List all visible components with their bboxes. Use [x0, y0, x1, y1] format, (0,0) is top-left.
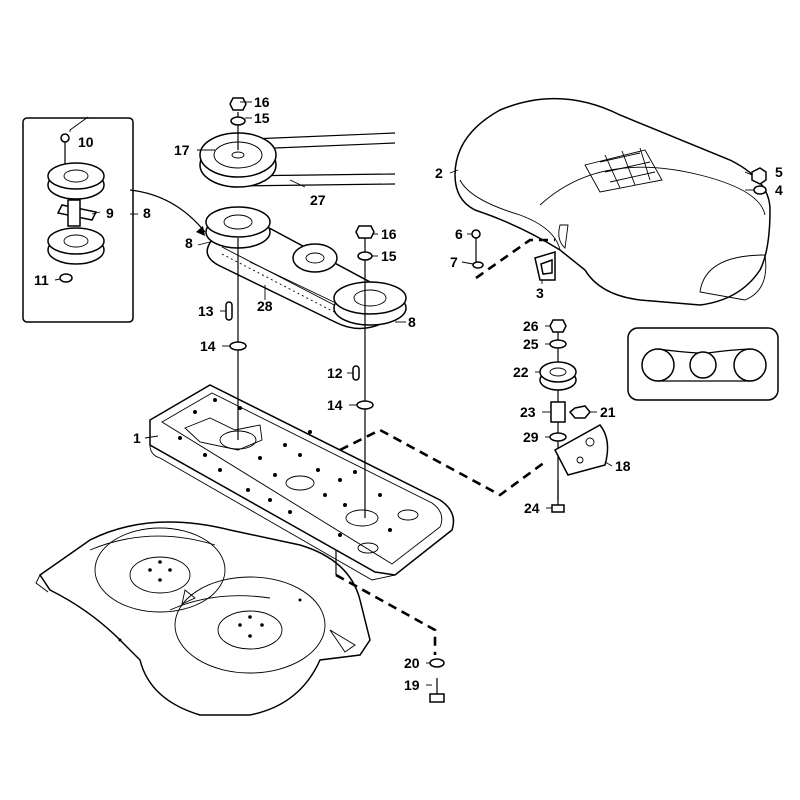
- label-8-left: 8: [185, 235, 193, 251]
- belt-cover: [454, 97, 771, 306]
- label-14-right: 14: [327, 397, 343, 413]
- label-16-top: 16: [254, 94, 270, 110]
- label-12: 12: [327, 365, 343, 381]
- label-10: 10: [78, 134, 94, 150]
- label-27: 27: [310, 192, 326, 208]
- label-15-mid: 15: [381, 248, 397, 264]
- label-5: 5: [775, 164, 783, 180]
- label-6: 6: [455, 226, 463, 242]
- label-28: 28: [257, 298, 273, 314]
- tensioner-assembly: [539, 319, 609, 513]
- hardware-right: [471, 167, 767, 281]
- label-26: 26: [523, 318, 539, 334]
- part-labels: 16 15 17 27 2 5 4 6 7 3 16 15 8 8 28 13 …: [34, 94, 783, 693]
- axis-lines: [237, 236, 366, 575]
- label-16-mid: 16: [381, 226, 397, 242]
- hardware-left: [225, 225, 445, 703]
- label-17: 17: [174, 142, 190, 158]
- label-24: 24: [524, 500, 540, 516]
- label-20: 20: [404, 655, 420, 671]
- belt-assembly: [205, 206, 407, 330]
- label-14-left: 14: [200, 338, 216, 354]
- label-8-right: 8: [408, 314, 416, 330]
- label-22: 22: [513, 364, 529, 380]
- label-11: 11: [34, 272, 49, 288]
- belt-routing-inset: [627, 327, 779, 401]
- label-29: 29: [523, 429, 539, 445]
- label-13: 13: [198, 303, 214, 319]
- label-15-top: 15: [254, 110, 270, 126]
- leader-lines: [54, 101, 754, 686]
- label-19: 19: [404, 677, 420, 693]
- detail-inset: [22, 117, 206, 323]
- label-18: 18: [615, 458, 631, 474]
- label-2: 2: [435, 165, 443, 181]
- label-8-inset: 8: [143, 205, 151, 221]
- label-25: 25: [523, 336, 539, 352]
- upper-pulley-assembly: [199, 97, 396, 188]
- label-1: 1: [133, 430, 141, 446]
- label-7: 7: [450, 254, 458, 270]
- label-3: 3: [536, 285, 544, 301]
- label-4: 4: [775, 182, 783, 198]
- mower-deck: [35, 521, 371, 716]
- dashed-connectors: [335, 238, 555, 655]
- label-23: 23: [520, 404, 536, 420]
- label-21: 21: [600, 404, 616, 420]
- label-9: 9: [106, 205, 114, 221]
